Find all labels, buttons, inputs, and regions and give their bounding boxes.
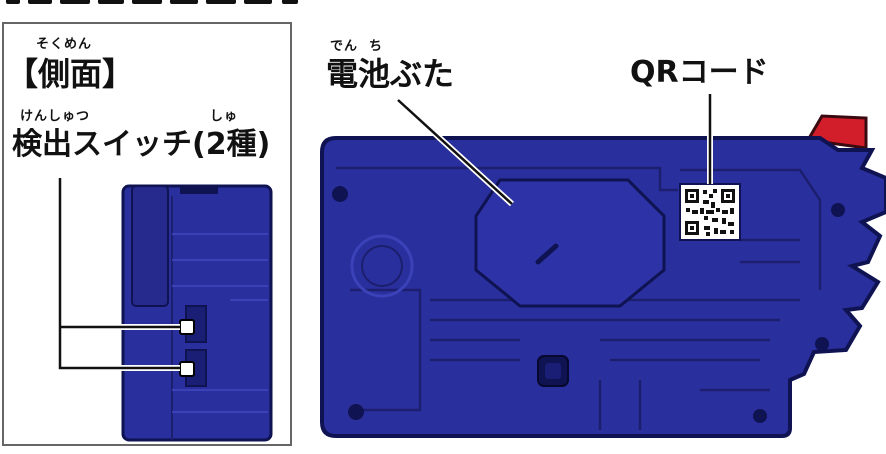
switch-label: 検出スイッチ(2種): [12, 127, 271, 162]
side-title: 【側面】: [6, 55, 135, 93]
battery-ruby: でん ち: [330, 39, 384, 54]
battery-cover-label: 電池ぶた: [326, 55, 455, 93]
top-heading-glyphs: [6, 0, 298, 4]
screw-holes: [332, 186, 845, 423]
side-device-body: [121, 184, 273, 442]
switch-ruby-1: けんしゅつ: [20, 109, 91, 124]
side-title-ruby: そくめん: [36, 37, 93, 52]
switch-ruby-2: しゅ: [210, 109, 239, 124]
top-heading-fragment: [0, 0, 310, 8]
qr-code-label: QRコード: [630, 55, 769, 90]
qr-code-graphic: [679, 183, 741, 241]
battery-cover-outline: [474, 178, 666, 308]
battery-cover-slot: [535, 243, 559, 265]
